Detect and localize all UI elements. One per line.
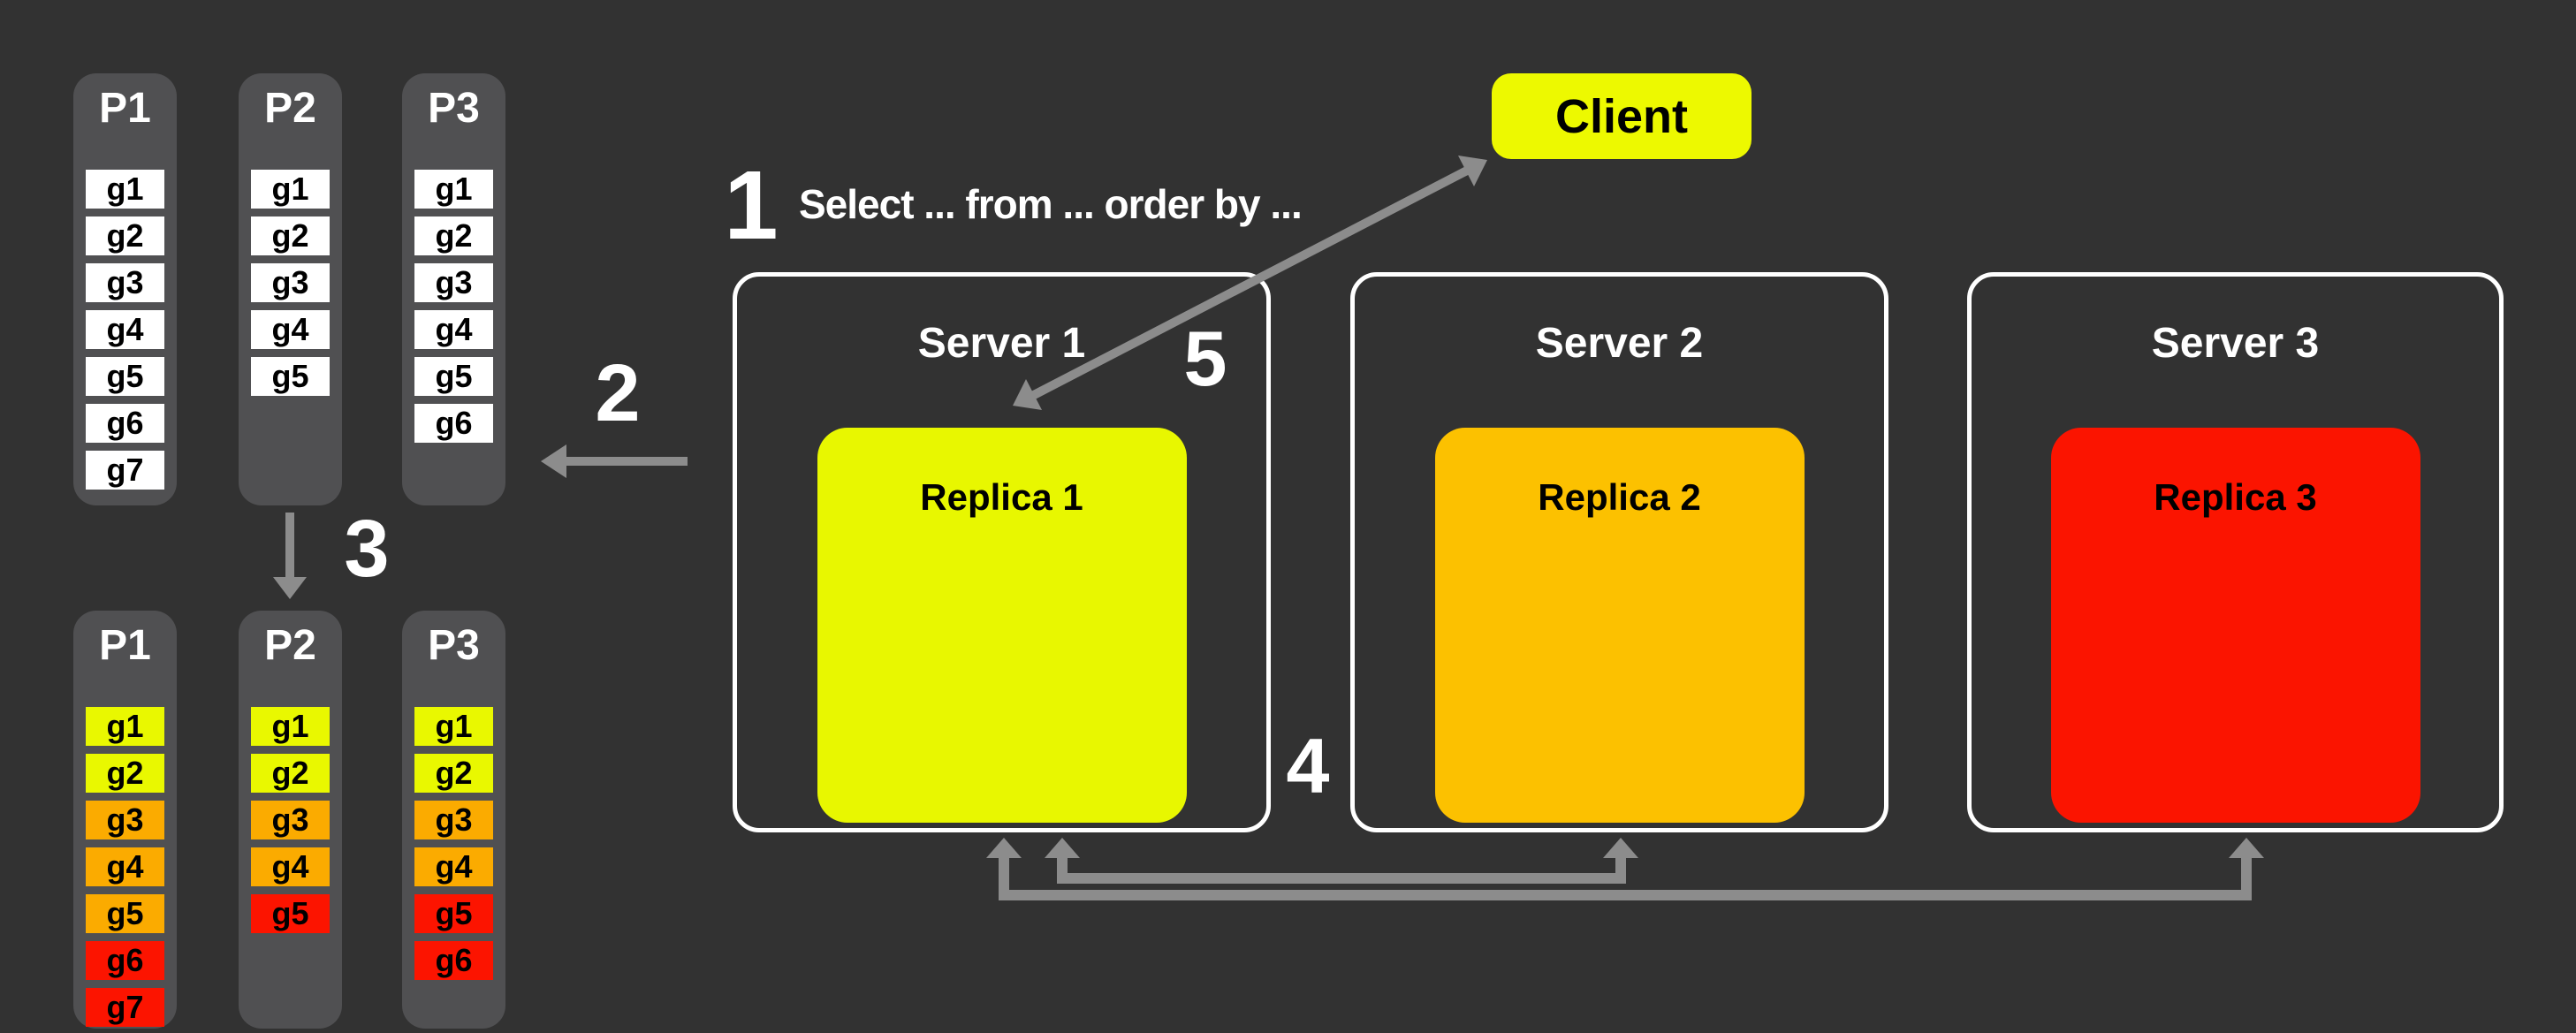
partition-cells: g1 g2 g3 g4 g5 g6 g7 (86, 170, 164, 490)
server-title: Server 2 (1535, 320, 1704, 367)
query-text: Select ... from ... order by ... (799, 181, 1303, 227)
group-cell: g6 (414, 404, 493, 443)
replica-label: Replica 2 (1538, 476, 1701, 518)
connector-server1-server3 (999, 854, 2252, 900)
group-cell: g2 (251, 216, 330, 255)
group-cell: g6 (86, 404, 164, 443)
group-cell: g1 (251, 170, 330, 209)
partition-column-top-p1: P1 g1 g2 g3 g4 g5 g6 g7 (73, 73, 177, 505)
group-cell: g2 (414, 754, 493, 793)
group-cell: g2 (251, 754, 330, 793)
partition-cells: g1 g2 g3 g4 g5 (251, 170, 330, 396)
partition-column-top-p2: P2 g1 g2 g3 g4 g5 (239, 73, 342, 505)
partition-column-top-p3: P3 g1 g2 g3 g4 g5 g6 (402, 73, 505, 505)
partition-label: P2 (264, 85, 316, 132)
connector-head-server1-a-icon (1045, 838, 1080, 858)
group-cell: g2 (86, 216, 164, 255)
step-3-number: 3 (344, 504, 390, 594)
group-cell: g3 (414, 263, 493, 302)
group-cell: g5 (86, 357, 164, 396)
arrow-2-head-icon (541, 444, 566, 478)
group-cell: g4 (86, 310, 164, 349)
group-cell: g1 (86, 707, 164, 746)
group-cell: g7 (86, 988, 164, 1027)
partition-cells: g1 g2 g3 g4 g5 g6 g7 (86, 707, 164, 1027)
arrow-3-head-icon (273, 577, 307, 599)
group-cell: g5 (86, 894, 164, 933)
group-cell: g1 (414, 170, 493, 209)
group-cell: g4 (251, 310, 330, 349)
group-cell: g5 (414, 894, 493, 933)
group-cell: g1 (251, 707, 330, 746)
client-box: Client (1492, 73, 1752, 159)
replica-label: Replica 1 (920, 476, 1083, 518)
group-cell: g6 (414, 941, 493, 980)
group-cell: g2 (86, 754, 164, 793)
server-box-2: Server 2 Replica 2 (1350, 272, 1888, 832)
group-cell: g3 (86, 263, 164, 302)
partition-label: P1 (99, 85, 151, 132)
group-cell: g3 (86, 801, 164, 839)
group-cell: g1 (86, 170, 164, 209)
replica-box-2: Replica 2 (1434, 428, 1805, 823)
group-cell: g2 (414, 216, 493, 255)
group-cell: g7 (86, 451, 164, 490)
partition-label: P1 (99, 622, 151, 669)
group-cell: g3 (414, 801, 493, 839)
group-cell: g4 (251, 847, 330, 886)
group-cell: g1 (414, 707, 493, 746)
server-box-1: Server 1 Replica 1 (733, 272, 1271, 832)
step-2-number: 2 (595, 348, 641, 438)
partition-cells: g1 g2 g3 g4 g5 g6 (414, 170, 493, 443)
partition-label: P3 (428, 622, 480, 669)
replica-box-1: Replica 1 (817, 428, 1187, 823)
partition-label: P3 (428, 85, 480, 132)
partition-column-bottom-p1: P1 g1 g2 g3 g4 g5 g6 g7 (73, 611, 177, 1029)
group-cell: g4 (414, 847, 493, 886)
partition-label: P2 (264, 622, 316, 669)
partition-column-bottom-p2: P2 g1 g2 g3 g4 g5 (239, 611, 342, 1029)
step-5-number: 5 (1183, 315, 1227, 402)
group-cell: g5 (414, 357, 493, 396)
arrow-head-to-client-icon (1458, 156, 1487, 186)
server-title: Server 3 (2151, 320, 2320, 367)
partition-column-bottom-p3: P3 g1 g2 g3 g4 g5 g6 (402, 611, 505, 1029)
group-cell: g3 (251, 801, 330, 839)
replica-box-3: Replica 3 (2050, 428, 2420, 823)
connector-server1-server2 (1057, 854, 1626, 884)
partition-cells: g1 g2 g3 g4 g5 g6 (414, 707, 493, 980)
group-cell: g4 (414, 310, 493, 349)
group-cell: g5 (251, 357, 330, 396)
connector-head-server1-b-icon (986, 838, 1022, 858)
group-cell: g6 (86, 941, 164, 980)
server-box-3: Server 3 Replica 3 (1967, 272, 2504, 832)
connector-head-server3-icon (2229, 838, 2264, 858)
replica-label: Replica 3 (2154, 476, 2317, 518)
step-4-number: 4 (1286, 722, 1330, 809)
group-cell: g3 (251, 263, 330, 302)
group-cell: g5 (251, 894, 330, 933)
partition-cells: g1 g2 g3 g4 g5 (251, 707, 330, 933)
step-1-number: 1 (724, 151, 779, 260)
group-cell: g4 (86, 847, 164, 886)
connector-head-server2-icon (1603, 838, 1638, 858)
